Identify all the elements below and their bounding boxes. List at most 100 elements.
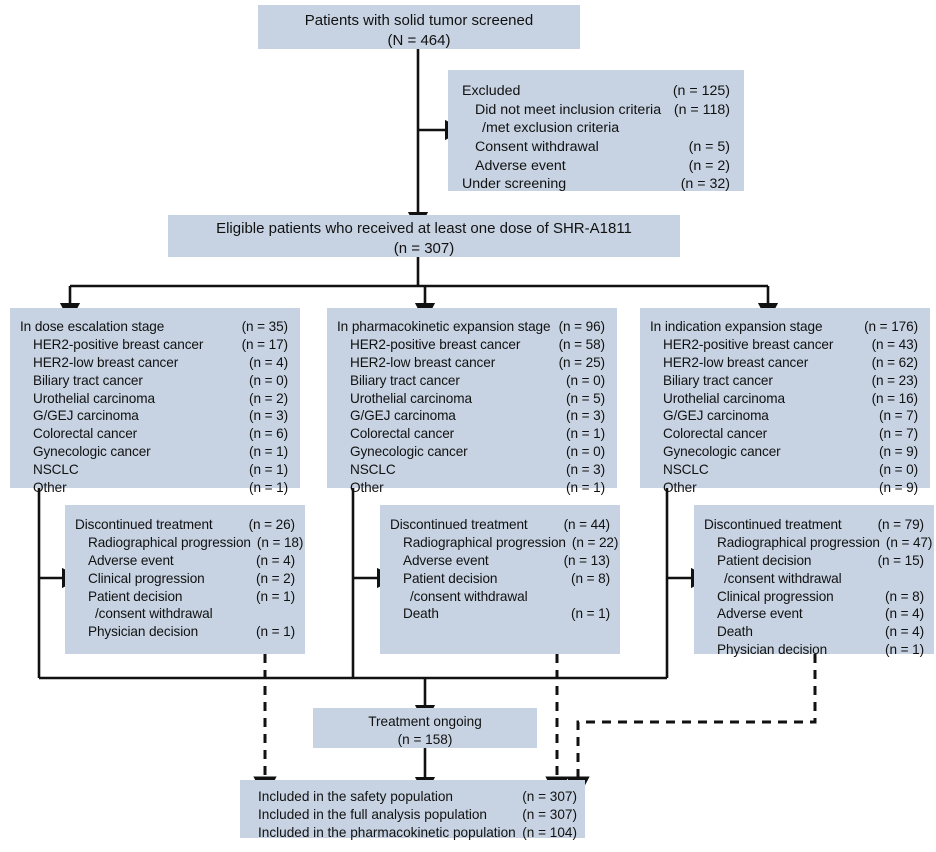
populations-row: Included in the safety population(n = 30… bbox=[258, 788, 577, 806]
discontinued-2-row: Clinical progression(n = 8) bbox=[704, 588, 924, 606]
stage-1-row-label: HER2-positive breast cancer bbox=[350, 336, 521, 352]
stage-0-row: G/GEJ carcinoma (n = 3) bbox=[20, 407, 288, 425]
discontinued-0-row: /consent withdrawal bbox=[75, 605, 295, 623]
stage-2-row-value: (n = 9) bbox=[879, 479, 918, 495]
discontinued-1-row: Radiographical progression (n = 22) bbox=[390, 534, 618, 552]
discontinued-2-row: Physician decision(n = 1) bbox=[704, 641, 924, 659]
discontinued-0-row: Physician decision(n = 1) bbox=[75, 623, 295, 641]
discontinued-0-row-value: (n = 1) bbox=[256, 624, 295, 640]
stage-2-row-value: (n = 62) bbox=[871, 354, 919, 370]
stage-2-row-value: (n = 43) bbox=[871, 336, 919, 352]
discontinued-0-row-label: Patient decision bbox=[88, 588, 183, 604]
stage-0-row: Biliary tract cancer(n = 0) bbox=[20, 372, 288, 390]
stage-2-row-list: In indication expansion stage(n = 176)HE… bbox=[650, 318, 918, 497]
discontinued-0-row-value: (n = 18) bbox=[256, 534, 304, 550]
stage-0-row-value: (n = 3) bbox=[249, 408, 288, 424]
discontinued-2-row-label: Adverse event bbox=[717, 606, 803, 622]
populations-row-label: Included in the pharmacokinetic populati… bbox=[258, 824, 516, 840]
populations-row-value: (n = 307) bbox=[522, 789, 577, 804]
node-excluded: Excluded(n = 125)Did not meet inclusion … bbox=[448, 70, 744, 194]
excluded-row-value: (n = 125) bbox=[672, 83, 730, 99]
eligible-line1: Eligible patients who received at least … bbox=[216, 220, 632, 237]
stage-0-row-value: (n = 1) bbox=[249, 479, 288, 495]
stage-1-row-value: (n = 1) bbox=[566, 426, 605, 442]
stage-1-row: Gynecologic cancer(n = 0) bbox=[337, 443, 605, 461]
stage-0-row: Colorectal cancer(n = 6) bbox=[20, 425, 288, 443]
stage-2-row-value: (n = 7) bbox=[879, 408, 918, 424]
stage-1-row: Other(n = 1) bbox=[337, 479, 605, 497]
stage-0-row: HER2-positive breast cancer(n = 17) bbox=[20, 336, 288, 354]
stage-2-row-label: NSCLC bbox=[663, 462, 709, 477]
treatment-ongoing-line2: (n = 158) bbox=[397, 731, 453, 747]
stage-0-row-label: G/GEJ carcinoma bbox=[33, 408, 139, 424]
discontinued-2-row-value: (n = 4) bbox=[885, 624, 924, 640]
stage-1-row: Colorectal cancer(n = 1) bbox=[337, 425, 605, 443]
discontinued-1-row: Patient decision(n = 8) bbox=[390, 570, 610, 588]
stage-2-row-value: (n = 176) bbox=[864, 319, 918, 334]
populations-row: Included in the pharmacokinetic populati… bbox=[258, 824, 577, 842]
patients-screened-line2: (N = 464) bbox=[387, 31, 451, 49]
stage-0-row: NSCLC(n = 1) bbox=[20, 461, 288, 479]
stage-1-row-value: (n = 1) bbox=[566, 479, 605, 495]
node-included-populations: Included in the safety population(n = 30… bbox=[240, 780, 585, 840]
stage-2-row: HER2-positive breast cancer (n = 43) bbox=[650, 336, 918, 354]
stage-0-row-label: In dose escalation stage bbox=[20, 319, 165, 334]
stage-1-row-value: (n = 5) bbox=[566, 390, 605, 406]
stage-2-row-label: Gynecologic cancer bbox=[663, 444, 781, 460]
stage-1-row-value: (n = 0) bbox=[566, 372, 605, 388]
discontinued-0-row-label: Adverse event bbox=[88, 552, 174, 568]
excluded-row: /met exclusion criteria bbox=[462, 119, 730, 138]
excluded-row-label: Under screening bbox=[462, 176, 567, 193]
stage-2-row-value: (n = 16) bbox=[871, 390, 919, 406]
node-stage-indication-expansion: In indication expansion stage(n = 176)HE… bbox=[640, 308, 930, 495]
stage-0-row: HER2-low breast cancer (n = 4) bbox=[20, 354, 288, 372]
discontinued-2-row-label: Discontinued treatment bbox=[704, 517, 842, 532]
stage-1-row-label: In pharmacokinetic expansion stage bbox=[337, 319, 551, 334]
excluded-row: Adverse event(n = 2) bbox=[462, 157, 730, 176]
stage-2-row: Urothelial carcinoma (n = 16) bbox=[650, 390, 918, 408]
discontinued-2-row: Radiographical progression(n = 47) bbox=[704, 534, 932, 552]
excluded-row-list: Excluded(n = 125)Did not meet inclusion … bbox=[462, 82, 730, 194]
stage-0-row-value: (n = 6) bbox=[249, 426, 288, 442]
node-patients-screened: Patients with solid tumor screened (N = … bbox=[258, 5, 580, 49]
discontinued-1-row-label: Radiographical progression bbox=[403, 534, 566, 550]
discontinued-2-row-value: (n = 1) bbox=[885, 642, 924, 658]
stage-0-row-value: (n = 17) bbox=[241, 336, 289, 352]
stage-0-row-value: (n = 4) bbox=[249, 354, 288, 370]
discontinued-0-row-value: (n = 2) bbox=[256, 570, 295, 586]
stage-1-row-list: In pharmacokinetic expansion stage(n = 9… bbox=[337, 318, 605, 497]
stage-0-row-label: Biliary tract cancer bbox=[33, 372, 143, 388]
stage-2-row-label: G/GEJ carcinoma bbox=[663, 408, 769, 424]
stage-0-row: Urothelial carcinoma(n = 2) bbox=[20, 390, 288, 408]
stage-2-row-label: Urothelial carcinoma bbox=[663, 390, 785, 406]
discontinued-0-row-label: Discontinued treatment bbox=[75, 517, 213, 532]
discontinued-2-row-label: Clinical progression bbox=[717, 588, 834, 604]
stage-0-row-label: Other bbox=[33, 479, 67, 495]
stage-0-row: Other (n = 1) bbox=[20, 479, 288, 497]
discontinued-2-row: Discontinued treatment(n = 79) bbox=[704, 516, 924, 534]
discontinued-0-row-label: Clinical progression bbox=[88, 570, 205, 586]
discontinued-0-row-value: (n = 1) bbox=[256, 588, 295, 604]
stage-1-row: Urothelial carcinoma(n = 5) bbox=[337, 390, 605, 408]
stage-0-row-label: HER2-low breast cancer bbox=[33, 354, 179, 370]
discontinued-1-row-label: Death bbox=[403, 606, 439, 622]
discontinued-1-row-label: Adverse event bbox=[403, 552, 489, 568]
stage-2-row-label: HER2-low breast cancer bbox=[663, 354, 809, 370]
stage-1-row-label: HER2-low breast cancer bbox=[350, 354, 496, 370]
stage-2-row-label: HER2-positive breast cancer bbox=[663, 336, 834, 352]
discontinued-1-row-value: (n = 22) bbox=[571, 534, 619, 550]
discontinued-2-row-value: (n = 4) bbox=[885, 606, 924, 622]
excluded-row-label: Adverse event bbox=[475, 157, 566, 174]
excluded-row: Excluded(n = 125) bbox=[462, 82, 730, 101]
discontinued-2-row-label: /consent withdrawal bbox=[724, 570, 842, 586]
treatment-ongoing-line1: Treatment ongoing bbox=[368, 714, 482, 729]
populations-row-value: (n = 307) bbox=[522, 806, 577, 822]
discontinued-1-row: /consent withdrawal bbox=[390, 588, 610, 606]
stage-1-row-value: (n = 3) bbox=[566, 462, 605, 477]
stage-2-row: Colorectal cancer(n = 7) bbox=[650, 425, 918, 443]
stage-1-row: HER2-low breast cancer(n = 25) bbox=[337, 354, 605, 372]
discontinued-0-row: Discontinued treatment(n = 26) bbox=[75, 516, 295, 534]
stage-2-row-value: (n = 0) bbox=[879, 462, 918, 477]
discontinued-1-row-value: (n = 8) bbox=[571, 570, 610, 586]
